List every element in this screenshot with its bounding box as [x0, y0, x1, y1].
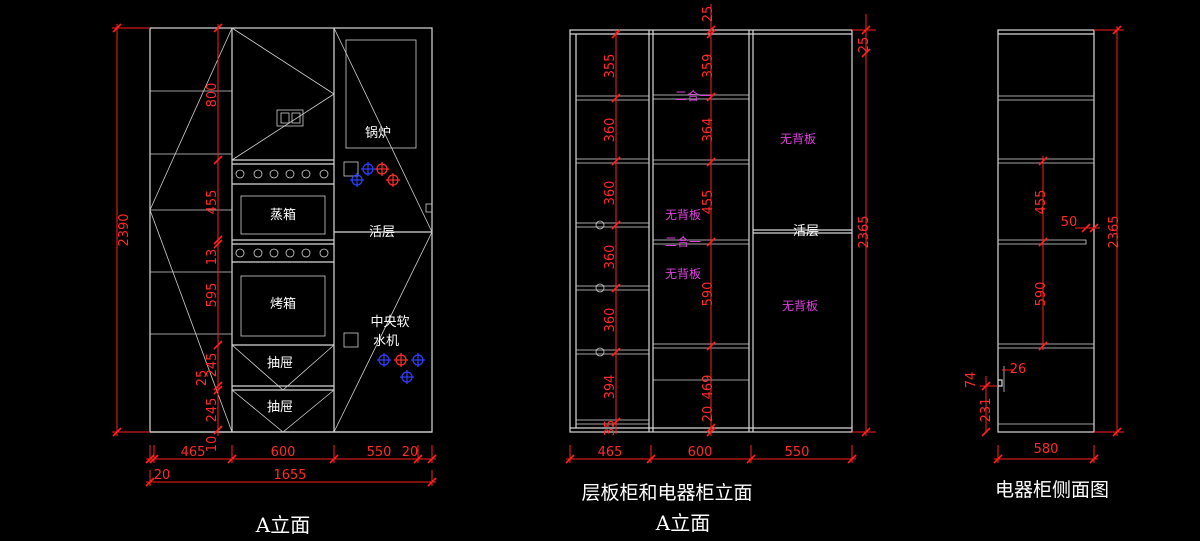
- dim-20-right: 20: [402, 445, 419, 460]
- side-view-dims: 455 590 50 2365 74 231 26 580: [964, 25, 1124, 464]
- dim-360-d: 360: [603, 308, 618, 333]
- steamer-label: 蒸箱: [270, 207, 296, 223]
- title-elevation-a: A立面: [255, 513, 310, 537]
- knob-row-bottom: [235, 248, 329, 258]
- dim-20: 20: [701, 406, 716, 423]
- tall-column: 无背板 活层 无背板: [753, 132, 852, 313]
- dim-355: 355: [603, 54, 618, 79]
- elev-b-left-dims: 355 360 360 360 360 394 35: [603, 29, 621, 437]
- elev-a-horizontal-dims: 465 600 550 20 20 1655: [145, 445, 437, 487]
- dim-359: 359: [701, 54, 716, 79]
- dim-455: 455: [701, 190, 716, 215]
- dim-10: 10: [205, 436, 220, 453]
- pipe-valve-icons: [350, 162, 425, 384]
- dim-595: 595: [205, 283, 220, 308]
- elev-b-horizontal-dims: 465 600 550: [565, 445, 857, 464]
- dim-20-left: 20: [154, 468, 171, 483]
- dim-455: 455: [205, 190, 220, 215]
- side-outline: [997, 29, 1095, 433]
- dim-74: 74: [964, 372, 979, 389]
- dim-25: 25: [195, 370, 210, 387]
- outlet-icon: [343, 161, 359, 177]
- title-side-view: 电器柜侧面图: [995, 479, 1109, 501]
- dim-600: 600: [688, 445, 713, 460]
- note-no-back-right-bottom: 无背板: [782, 299, 818, 313]
- dim-590: 590: [1034, 282, 1049, 307]
- dim-25-top: 25: [701, 6, 716, 23]
- dim-2365: 2365: [1107, 215, 1122, 248]
- appliance-column: 二合一 无背板 二合一 无背板: [652, 88, 750, 381]
- dim-455: 455: [1034, 190, 1049, 215]
- dim-800: 800: [205, 83, 220, 108]
- side-view: 455 590 50 2365 74 231 26 580 电器柜侧面图: [964, 25, 1124, 501]
- note-no-back-right-top: 无背板: [780, 132, 816, 146]
- boiler-box: [345, 39, 417, 149]
- dim-360-b: 360: [603, 181, 618, 206]
- steamer-door: [240, 195, 326, 235]
- dim-580: 580: [1034, 442, 1059, 457]
- note-two-in-one-1: 二合一: [675, 88, 711, 103]
- dim-550: 550: [785, 445, 810, 460]
- appliance-column: 蒸箱 烤箱 抽屉 抽屉: [231, 27, 335, 433]
- outlet-icon: [276, 109, 304, 127]
- elev-b-right-dims: 25 2365: [852, 14, 876, 437]
- elevation-shelf-appliance: 二合一 无背板 二合一 无背板 无背板 活层 无背板 355 360 360 3…: [565, 4, 876, 535]
- dim-245-a: 245: [205, 353, 220, 378]
- note-no-back-mid-1: 无背板: [665, 208, 701, 222]
- softener-label-2: 水机: [373, 334, 399, 349]
- shelf-pin-icon: [595, 347, 605, 357]
- title-shelf-appliance: 层板柜和电器柜立面: [581, 482, 752, 504]
- dim-26: 26: [1010, 362, 1027, 377]
- elev-a-vertical-dims: 2390 800 455 13 595 245 25 245 10: [112, 23, 223, 453]
- shelf-label: 活层: [793, 224, 819, 239]
- boiler-label: 锅炉: [365, 125, 391, 141]
- drawer-1-label: 抽屉: [267, 356, 293, 371]
- softener-label-1: 中央软: [370, 315, 409, 330]
- elev-b-mid-dims: 25 359 364 455 590 469 20: [701, 4, 716, 437]
- oven-door: [240, 275, 326, 337]
- dim-360-a: 360: [603, 118, 618, 143]
- oven-label: 烤箱: [270, 296, 296, 312]
- dim-2365: 2365: [857, 215, 872, 248]
- dim-590: 590: [701, 282, 716, 307]
- dim-550: 550: [367, 445, 392, 460]
- note-two-in-one-2: 二合一: [665, 234, 701, 249]
- shelf-pin-icon: [595, 283, 605, 293]
- title-elevation-a-second: A立面: [655, 511, 710, 535]
- shelf-label: 活层: [369, 225, 395, 240]
- dim-25-right: 25: [857, 37, 872, 54]
- drawer-2-label: 抽屉: [267, 400, 293, 415]
- dim-50: 50: [1061, 215, 1078, 230]
- knob-row-top: [235, 169, 329, 179]
- dim-600: 600: [271, 445, 296, 460]
- dim-465: 465: [598, 445, 623, 460]
- boiler-column: 锅炉 活层 中央软 水机: [333, 27, 433, 433]
- dim-1655: 1655: [273, 468, 306, 483]
- note-no-back-mid-2: 无背板: [665, 267, 701, 281]
- dim-245-b: 245: [205, 398, 220, 423]
- dim-231: 231: [979, 398, 994, 423]
- dim-35: 35: [603, 420, 618, 437]
- dim-364: 364: [701, 118, 716, 143]
- dim-13: 13: [205, 249, 220, 266]
- shelf-column: [575, 95, 650, 425]
- dim-394: 394: [603, 375, 618, 400]
- dim-465: 465: [181, 445, 206, 460]
- dim-360-c: 360: [603, 245, 618, 270]
- shelf-pin-icon: [595, 220, 605, 230]
- outlet-icon: [343, 332, 359, 348]
- elevation-a: 蒸箱 烤箱 抽屉 抽屉 锅炉 活层 中央软 水机: [112, 23, 437, 537]
- dim-469: 469: [701, 375, 716, 400]
- dim-total-height: 2390: [117, 213, 132, 246]
